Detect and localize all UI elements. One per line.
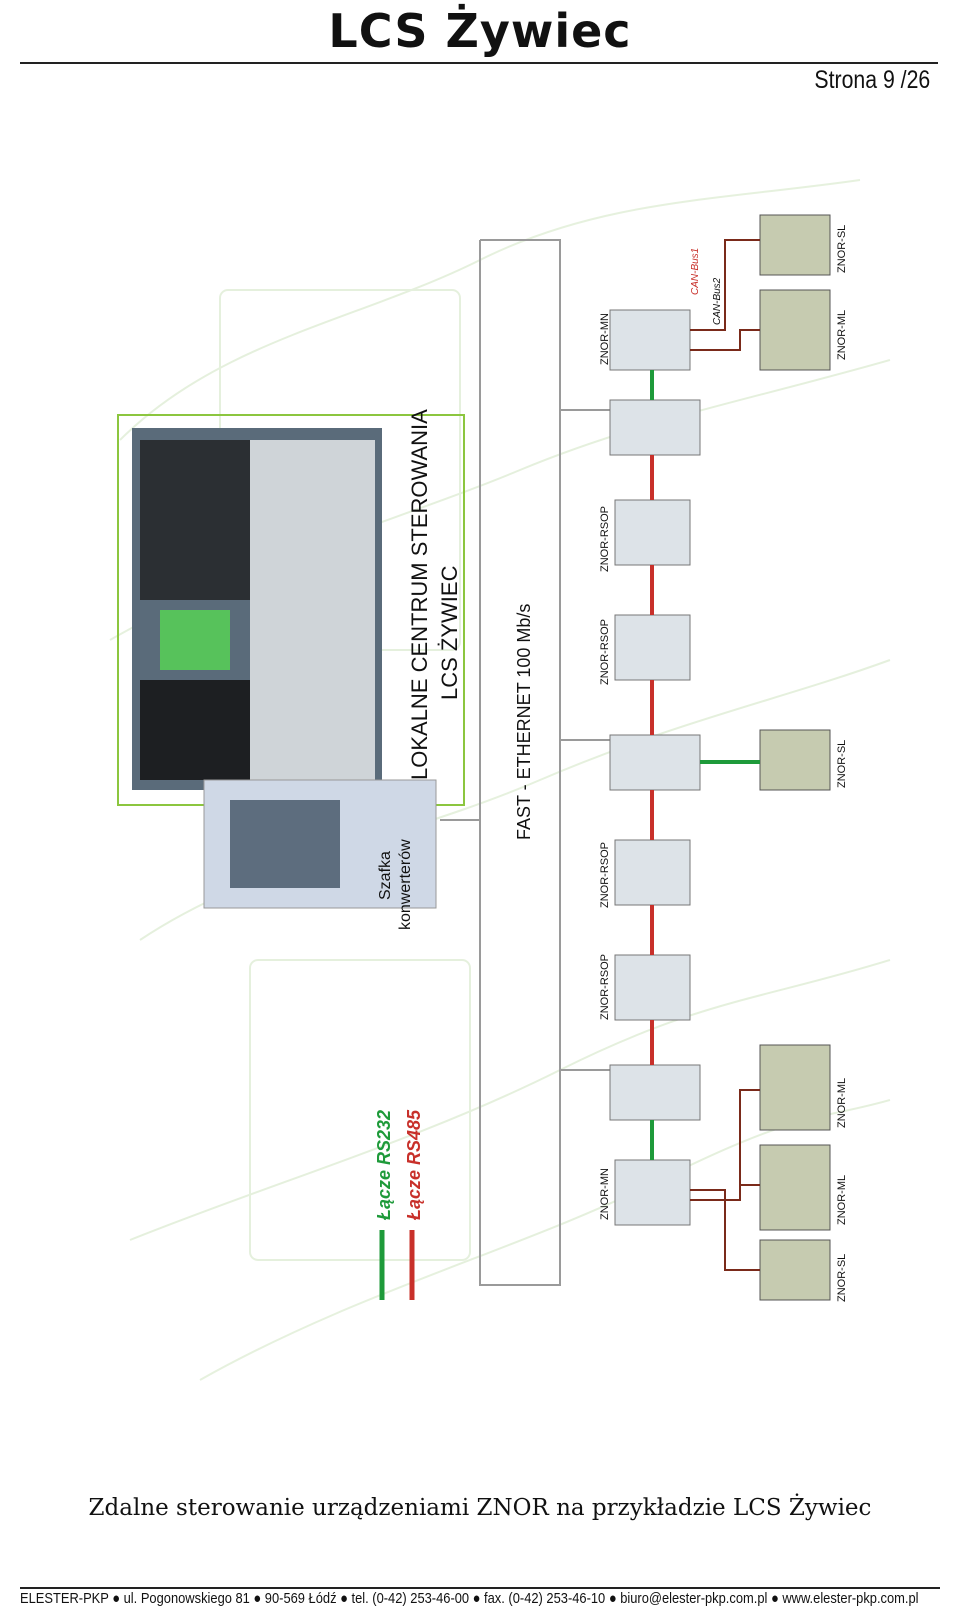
label-znor-rsop-2: ZNOR-RSOP <box>599 619 611 685</box>
system-diagram: LOKALNE CENTRUM STEROWANIA LCS ŻYWIEC Sz… <box>109 179 891 1381</box>
control-center-title: LOKALNE CENTRUM STEROWANIA <box>407 409 432 780</box>
can-bus1-label: CAN-Bus1 <box>690 248 701 295</box>
ethernet-bus <box>440 239 610 1286</box>
figure-caption: Zdalne sterowanie urządzeniami ZNOR na p… <box>88 1495 872 1521</box>
can-bus2-label: CAN-Bus2 <box>712 277 723 325</box>
label-znor-rsop-4: ZNOR-RSOP <box>599 954 611 1020</box>
page-number: Strona 9 /26 <box>814 66 930 94</box>
label-znor-ml-bot-1: ZNOR-ML <box>836 1078 848 1128</box>
ethernet-label: FAST - ETHERNET 100 Mb/s <box>514 604 534 840</box>
label-znor-sl-top: ZNOR-SL <box>836 225 848 273</box>
label-znor-sl-bot: ZNOR-SL <box>836 1254 848 1302</box>
converter-label-2: konwerterów <box>397 839 414 930</box>
legend-rs485: Łącze RS485 <box>404 1109 424 1221</box>
label-znor-ml-top: ZNOR-ML <box>836 310 848 360</box>
label-znor-mn-bot: ZNOR-MN <box>599 1168 611 1220</box>
label-znor-sl-mid: ZNOR-SL <box>836 740 848 788</box>
right-column-devices <box>759 214 831 1301</box>
header-rule <box>20 62 938 64</box>
footer-contact: ELESTER-PKP ● ul. Pogonowskiego 81 ● 90-… <box>20 1590 919 1607</box>
label-znor-ml-bot-2: ZNOR-ML <box>836 1175 848 1225</box>
can-bus-lines <box>690 239 760 1271</box>
control-center-subtitle: LCS ŻYWIEC <box>437 565 462 700</box>
field-devices-row <box>609 309 701 1226</box>
converter-label-1: Szafka <box>377 851 394 900</box>
rs232-links <box>650 370 760 1160</box>
label-znor-rsop-3: ZNOR-RSOP <box>599 842 611 908</box>
document-title: LCS Żywiec <box>328 4 632 58</box>
legend-rs232: Łącze RS232 <box>374 1110 394 1221</box>
label-znor-mn-top: ZNOR-MN <box>599 313 611 365</box>
footer-rule <box>20 1587 940 1589</box>
legend-arrows <box>379 1230 415 1300</box>
label-znor-rsop-1: ZNOR-RSOP <box>599 506 611 572</box>
